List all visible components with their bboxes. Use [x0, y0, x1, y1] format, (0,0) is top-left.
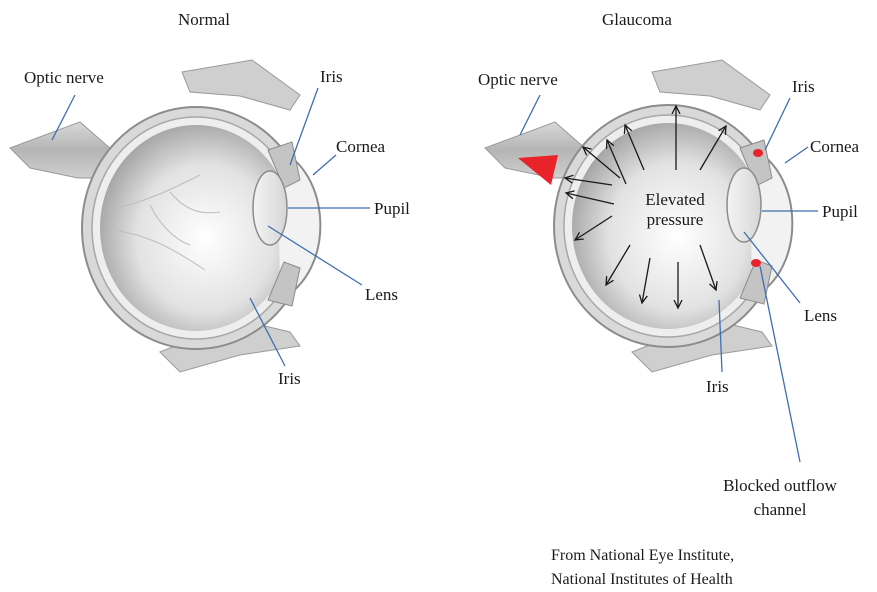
- elevated-pressure-line1: Elevated: [620, 190, 730, 210]
- normal-upper-muscle: [182, 60, 300, 110]
- normal-iris-bottom-label: Iris: [278, 369, 301, 389]
- normal-optic-nerve-label: Optic nerve: [24, 68, 104, 88]
- normal-cornea-label: Cornea: [336, 137, 385, 157]
- blocked-outflow-label: Blocked outflow channel: [700, 474, 860, 522]
- glaucoma-pupil-label: Pupil: [822, 202, 858, 222]
- glaucoma-iris-top-label: Iris: [792, 77, 815, 97]
- glaucoma-panel-title: Glaucoma: [602, 10, 672, 30]
- elevated-pressure-line2: pressure: [620, 210, 730, 230]
- normal-iris-top-label: Iris: [320, 67, 343, 87]
- glaucoma-lens-shape: [727, 168, 761, 242]
- glaucoma-iris-bottom-label: Iris: [706, 377, 729, 397]
- blocked-outflow-line1: Blocked outflow: [700, 474, 860, 498]
- source-credit-line2: National Institutes of Health: [551, 568, 734, 592]
- glaucoma-lens-label: Lens: [804, 306, 837, 326]
- blocked-outflow-line2: channel: [700, 498, 860, 522]
- glaucoma-upper-muscle: [652, 60, 770, 110]
- normal-cornea-leader: [313, 155, 336, 175]
- normal-pupil-label: Pupil: [374, 199, 410, 219]
- glaucoma-cornea-leader: [785, 147, 808, 163]
- glaucoma-optic-nerve-label: Optic nerve: [478, 70, 558, 90]
- blocked-channel-marker-bottom: [751, 259, 761, 267]
- normal-panel-title: Normal: [178, 10, 230, 30]
- source-credit: From National Eye Institute, National In…: [551, 544, 734, 592]
- glaucoma-cornea-label: Cornea: [810, 137, 859, 157]
- normal-eye-drawing: [10, 60, 320, 372]
- normal-lens-shape: [253, 171, 287, 245]
- glaucoma-iris-top-leader: [765, 98, 790, 150]
- normal-lens-label: Lens: [365, 285, 398, 305]
- blocked-channel-marker-top: [753, 149, 763, 157]
- source-credit-line1: From National Eye Institute,: [551, 544, 734, 568]
- elevated-pressure-label: Elevated pressure: [620, 190, 730, 230]
